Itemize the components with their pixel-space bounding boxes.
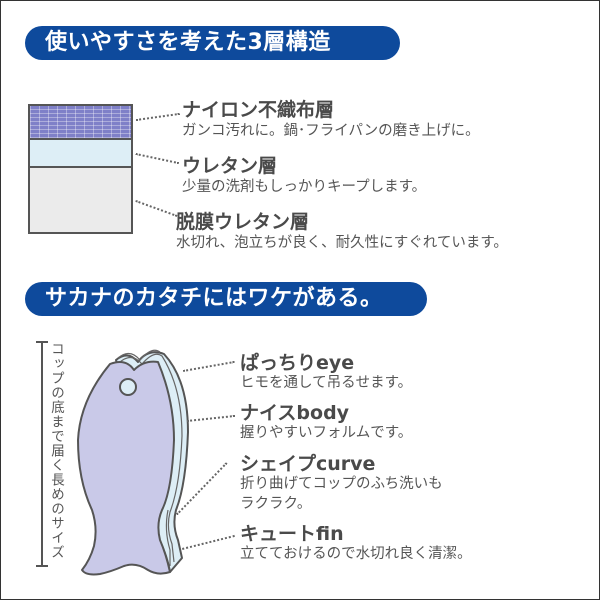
layer-diagram xyxy=(28,104,133,234)
layer-nylon xyxy=(30,106,131,140)
layer-desc-urethane: 少量の洗剤もしっかりキープします。 xyxy=(182,179,427,195)
feature-desc-curve-line1: 折り曲げてコップのふち洗いも xyxy=(240,476,443,492)
layer-title-defoam: 脱膜ウレタン層 xyxy=(176,211,310,233)
fish-sponge-illustration xyxy=(77,349,189,576)
feature-desc-body: 握りやすいフォルムです。 xyxy=(240,425,413,441)
feature-desc-curve-line2: ラクラク。 xyxy=(240,496,312,512)
layer-desc-defoam: 水切れ、泡立ちが良く、耐久性にすぐれています。 xyxy=(176,235,508,251)
feature-desc-eye: ヒモを通して吊るせます。 xyxy=(240,375,413,391)
section-banner-fish-shape: サカナのカタチにはワケがある。 xyxy=(25,282,427,316)
layer-desc-nylon: ガンコ汚れに。鍋･フライパンの磨き上げに。 xyxy=(182,123,480,139)
feature-title-curve: シェイプcurve xyxy=(240,453,376,475)
feature-title-fin: キュートfin xyxy=(240,523,344,545)
layer-urethane xyxy=(30,140,131,168)
length-label: コップの底まで届く長めのサイズ xyxy=(48,342,64,560)
layer-title-nylon: ナイロン不織布層 xyxy=(182,99,335,121)
layer-title-urethane: ウレタン層 xyxy=(182,155,278,177)
layer-defoam-urethane xyxy=(30,168,131,232)
feature-desc-fin: 立てておけるので水切れ良く清潔。 xyxy=(240,546,472,562)
length-bracket-cap-top xyxy=(36,341,48,343)
feature-title-eye: ぱっちりeye xyxy=(240,352,355,374)
length-bracket-cap-bottom xyxy=(36,565,48,567)
length-bracket xyxy=(41,341,43,567)
section-banner-3-layer: 使いやすさを考えた3層構造 xyxy=(25,26,400,60)
eye-hole-icon xyxy=(119,378,137,396)
feature-title-body: ナイスbody xyxy=(240,402,350,424)
